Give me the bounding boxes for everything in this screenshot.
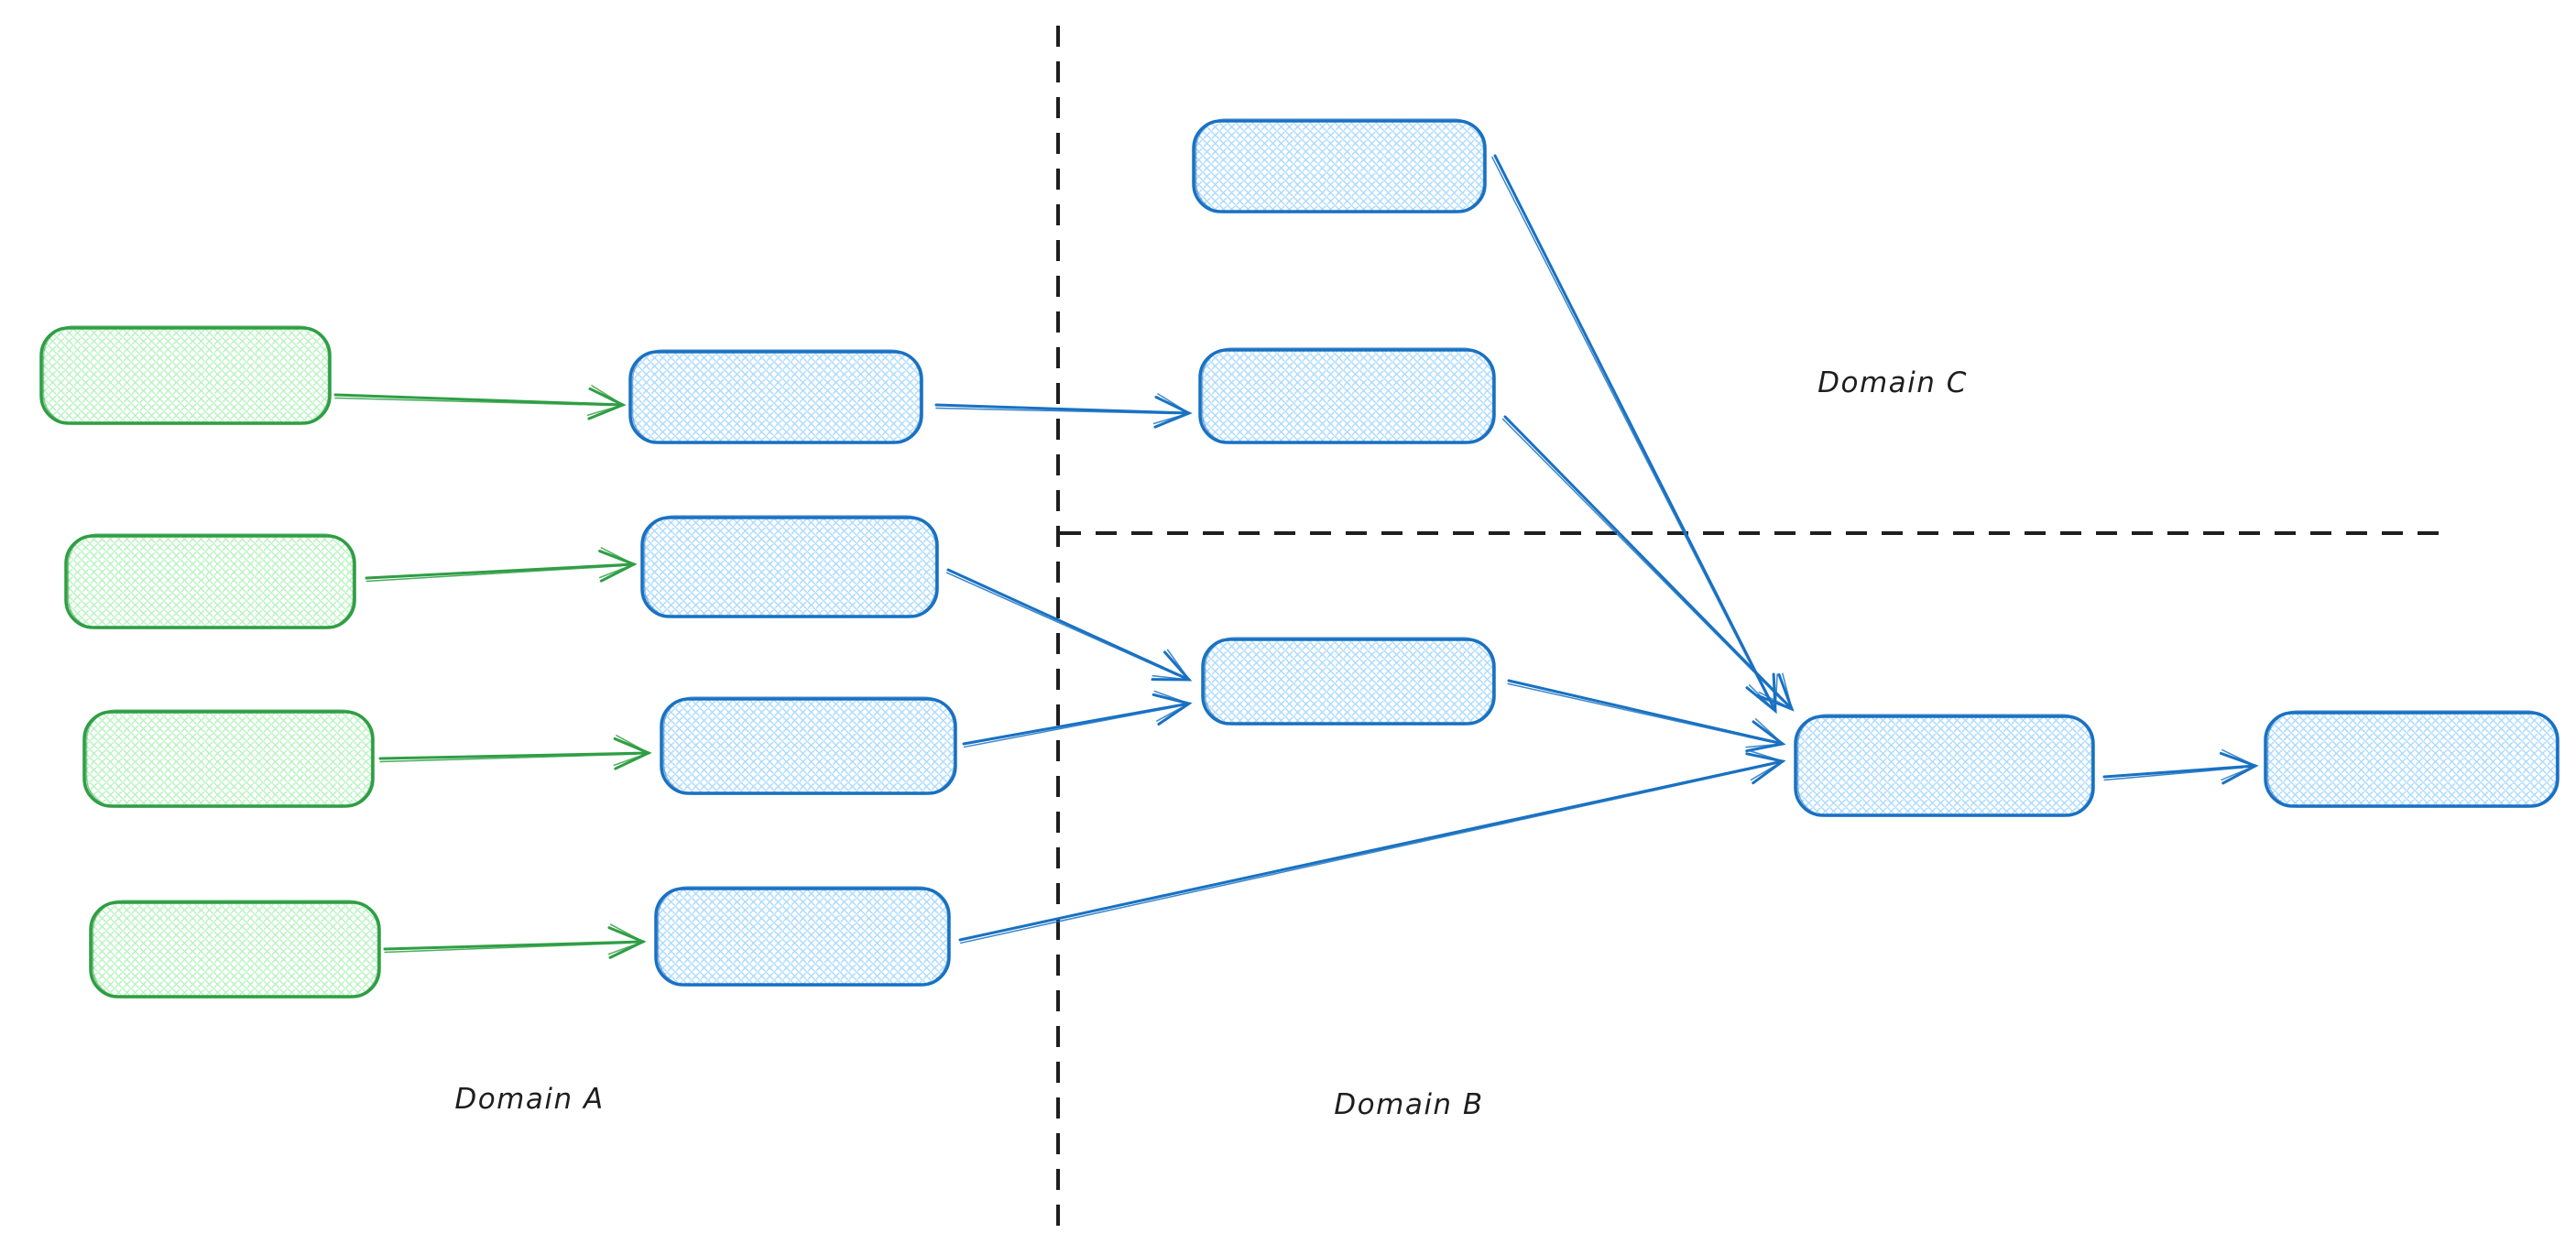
blue-box-b-mid[interactable] bbox=[1198, 347, 1496, 444]
arrow-g4-a4[interactable] bbox=[383, 923, 647, 959]
green-box-3[interactable] bbox=[82, 709, 375, 808]
arrow-a1-bmid[interactable] bbox=[934, 393, 1193, 429]
arrow-a2-blow[interactable] bbox=[945, 568, 1193, 682]
domain-c-label[interactable]: Domain C bbox=[1817, 366, 1968, 399]
blue-box-b-top[interactable] bbox=[1192, 118, 1487, 213]
blue-box-b-low[interactable] bbox=[1201, 637, 1496, 726]
arrow-a4-merge[interactable] bbox=[958, 749, 1786, 944]
arrow-g2-a2[interactable] bbox=[365, 547, 638, 583]
arrow-a3-blow[interactable] bbox=[962, 690, 1193, 748]
blue-box-a1[interactable] bbox=[628, 349, 923, 444]
domain-a-label[interactable]: Domain A bbox=[454, 1083, 605, 1116]
domain-b-label[interactable]: Domain B bbox=[1334, 1088, 1484, 1121]
arrow-btop-merge[interactable] bbox=[1491, 154, 1778, 715]
arrow-g1-a1[interactable] bbox=[333, 385, 627, 420]
blue-box-a3[interactable] bbox=[660, 696, 957, 795]
green-box-1[interactable] bbox=[39, 325, 332, 425]
blue-box-merge[interactable] bbox=[1794, 714, 2095, 817]
green-box-2[interactable] bbox=[64, 533, 356, 629]
blue-box-a4[interactable] bbox=[654, 886, 951, 987]
blue-box-output[interactable] bbox=[2264, 710, 2560, 808]
arrow-g3-a3[interactable] bbox=[378, 735, 652, 770]
arrow-blow-merge[interactable] bbox=[1507, 679, 1786, 753]
blue-box-a2[interactable] bbox=[640, 515, 939, 618]
green-box-4[interactable] bbox=[89, 900, 381, 999]
arrow-bmid-merge[interactable] bbox=[1501, 415, 1795, 712]
arrow-merge-out[interactable] bbox=[2102, 748, 2259, 785]
